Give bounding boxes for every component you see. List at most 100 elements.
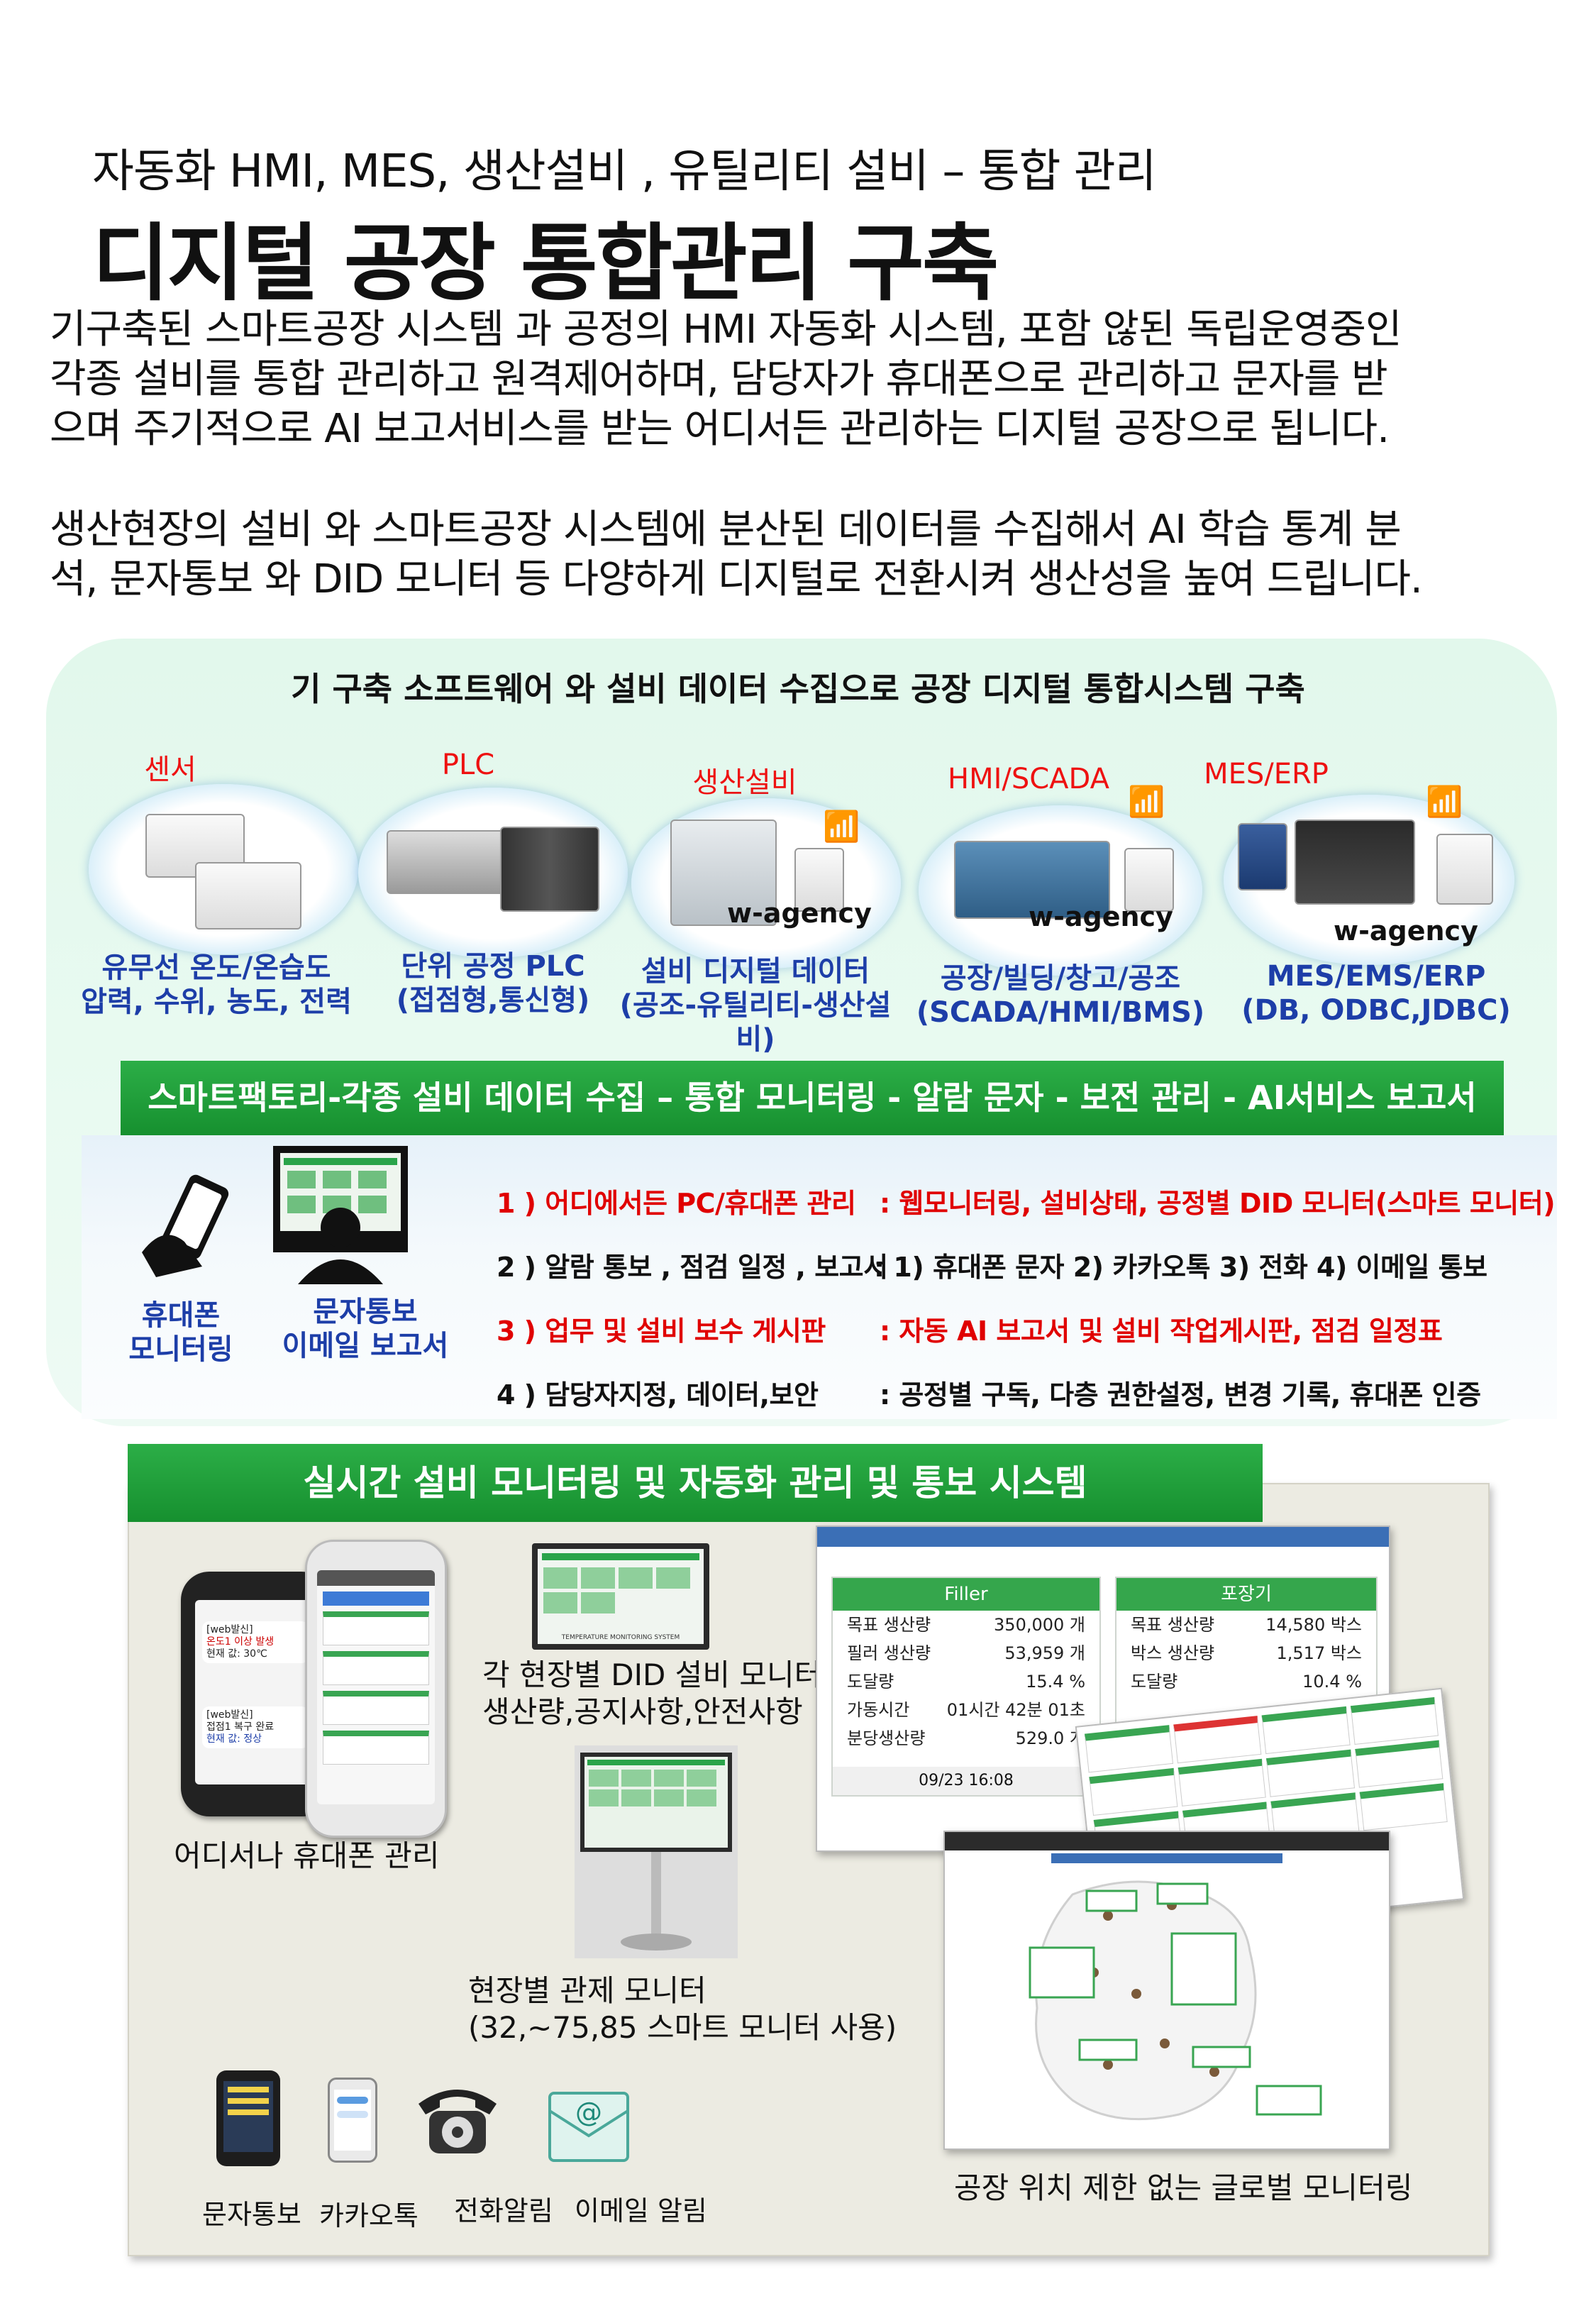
- sms-email-label: 문자통보 이메일 보고서: [273, 1295, 458, 1363]
- paragraph-line: 각종 설비를 통합 관리하고 원격제어하며, 담당자가 휴대폰으로 관리하고 문…: [50, 356, 1388, 402]
- global-monitoring-label: 공장 위치 제한 없는 글로벌 모니터링: [954, 2170, 1413, 2205]
- realtime-monitoring-banner: 실시간 설비 모니터링 및 자동화 관리 및 통보 시스템: [128, 1444, 1263, 1522]
- caption-line: MES/EMS/ERP: [1266, 960, 1486, 993]
- kakaotalk-phone-icon: [328, 2078, 377, 2163]
- plc-rack-icon: [500, 827, 599, 912]
- w-agency-device-icon: [794, 848, 844, 912]
- w-agency-device-icon: [1436, 834, 1493, 905]
- monitor-person-icon: [270, 1142, 411, 1284]
- caption-line: 압력, 수위, 농도, 전력: [81, 986, 352, 1018]
- plc-device-image: [358, 788, 628, 958]
- intro-paragraph-1: 기구축된 스마트공장 시스템 과 공정의 HMI 자동화 시스템, 포함 않된 …: [50, 305, 1553, 454]
- paragraph-line: 석, 문자통보 와 DID 모니터 등 다양하게 디지털로 전환시켜 생산성을 …: [50, 556, 1423, 602]
- w-agency-device-icon: [1124, 848, 1174, 912]
- integration-panel-title: 기 구축 소프트웨어 와 설비 데이터 수집으로 공장 디지털 통합시스템 구축: [291, 670, 1305, 708]
- feature-4-left: 4 ) 담당자지정, 데이터,보안: [497, 1379, 819, 1411]
- label-line: 모니터링: [128, 1333, 233, 1366]
- notify-label-sms: 문자통보: [202, 2199, 301, 2230]
- caption-hmi: 공장/빌딩/창고/공조 (SCADA/HMI/BMS): [911, 961, 1209, 1030]
- w-agency-label: w-agency: [1029, 901, 1173, 932]
- sensor-device-image: [89, 784, 358, 954]
- caption-line: 유무선 온도/온습도: [101, 951, 331, 984]
- caption-line: 공장/빌딩/창고/공조: [940, 962, 1181, 995]
- category-label-sensor: 센서: [144, 754, 196, 786]
- paragraph-line: 생산현장의 설비 와 스마트공장 시스템에 분산된 데이터를 수집해서 AI 학…: [50, 507, 1402, 553]
- w-agency-label: w-agency: [727, 898, 872, 929]
- sms-line: 현재 값: 정상: [206, 1733, 262, 1745]
- sensor-box-icon: [195, 862, 301, 929]
- notify-label-kakao: 카카오톡: [319, 2200, 419, 2231]
- label-line: 이메일 보고서: [282, 1330, 449, 1362]
- did-monitor-image: TEMPERATURE MONITORING SYSTEM: [532, 1543, 709, 1650]
- telephone-icon: [411, 2068, 504, 2161]
- feature-4-right: : 공정별 구독, 다층 권한설정, 변경 기록, 휴대폰 인증: [880, 1379, 1481, 1411]
- packing-card-title: 포장기: [1116, 1578, 1376, 1611]
- page-subtitle: 자동화 HMI, MES, 생산설비 , 유틸리티 설비 – 통합 관리: [92, 145, 1157, 198]
- korea-map-screenshot: [943, 1831, 1390, 2150]
- map-icon: [1029, 1880, 1322, 2121]
- phone-monitoring-label: 휴대폰 모니터링: [110, 1298, 252, 1367]
- paragraph-line: 으며 주기적으로 AI 보고서비스를 받는 어디서든 관리하는 디지털 공장으로…: [50, 406, 1390, 452]
- caption-mes: MES/EMS/ERP (DB, ODBC,JDBC): [1220, 959, 1532, 1027]
- filler-timestamp: 09/23 16:08: [833, 1767, 1099, 1795]
- label-line: (32,~75,85 스마트 모니터 사용): [468, 2010, 897, 2045]
- database-icon: [1238, 823, 1287, 890]
- equipment-device-image: [631, 798, 901, 969]
- feature-1-right: : 웹모니터링, 설비상태, 공정별 DID 모니터(스마트 모니터): [880, 1188, 1556, 1219]
- sms-message-2: [web발신] 접점1 복구 완료 현재 값: 정상: [202, 1706, 309, 1748]
- label-line: 휴대폰: [141, 1299, 221, 1332]
- control-room-icon: [954, 841, 1110, 919]
- label-line: 문자통보: [313, 1296, 418, 1328]
- sms-line: 온도1 이상 발생: [206, 1636, 275, 1648]
- category-label-mes: MES/ERP: [1204, 758, 1329, 790]
- did-caption: TEMPERATURE MONITORING SYSTEM: [561, 1634, 680, 1641]
- feature-2-left: 2 ) 알람 통보 , 점검 일정 , 보고서: [497, 1252, 888, 1283]
- w-agency-label: w-agency: [1334, 915, 1478, 947]
- production-machine-icon: [670, 820, 777, 926]
- filler-card-title: Filler: [833, 1578, 1099, 1611]
- label-line: 생산량,공지사항,안전사항: [482, 1694, 803, 1729]
- feature-2-right: : 1) 휴대폰 문자 2) 카카오톡 3) 전화 4) 이메일 통보: [874, 1252, 1487, 1283]
- sms-message-1: [web발신] 온도1 이상 발생 현재 값: 30℃: [202, 1621, 309, 1663]
- wifi-icon: 📶: [1426, 784, 1463, 819]
- notify-label-email: 이메일 알림: [575, 2195, 707, 2227]
- control-monitor-photo: [575, 1745, 738, 1958]
- wifi-icon: 📶: [1128, 784, 1165, 819]
- svg-text:@: @: [575, 2097, 602, 2128]
- smartphone-image: [305, 1540, 447, 1838]
- mes-device-image: [1224, 795, 1514, 965]
- label-line: 각 현장별 DID 설비 모니터: [482, 1657, 822, 1692]
- caption-line: (SCADA/HMI/BMS): [916, 996, 1205, 1029]
- paragraph-line: 기구축된 스마트공장 시스템 과 공정의 HMI 자동화 시스템, 포함 않된 …: [50, 307, 1402, 353]
- caption-equipment: 설비 디지털 데이터 (공조-유틸리티-생산설비): [603, 954, 908, 1057]
- caption-plc: 단위 공정 PLC (접점형,통신형): [362, 949, 624, 1017]
- caption-line: (공조-유틸리티-생산설비): [619, 989, 892, 1056]
- sms-phone-icon: [216, 2070, 280, 2166]
- caption-sensor: 유무선 온도/온습도 압력, 수위, 농도, 전력: [64, 951, 369, 1019]
- wifi-icon: 📶: [823, 809, 860, 844]
- hmi-device-image: [919, 805, 1202, 976]
- email-icon: @: [546, 2082, 631, 2164]
- category-label-hmi: HMI/SCADA: [947, 763, 1109, 795]
- did-screen: TEMPERATURE MONITORING SYSTEM: [538, 1549, 704, 1644]
- sms-line: 현재 값: 30℃: [206, 1648, 267, 1660]
- smart-factory-banner: 스마트팩토리-각종 설비 데이터 수집 – 통합 모니터링 - 알람 문자 - …: [121, 1061, 1504, 1135]
- page-title: 디지털 공장 통합관리 구축: [92, 214, 999, 312]
- label-line: 현장별 관제 모니터: [468, 1973, 706, 2008]
- category-label-plc: PLC: [441, 749, 495, 781]
- caption-line: 단위 공정 PLC: [401, 950, 585, 983]
- category-label-equipment: 생산설비: [692, 766, 797, 799]
- sms-line: [web발신]: [206, 1624, 253, 1635]
- app-screen: [317, 1570, 435, 1804]
- caption-line: 설비 디지털 데이터: [641, 955, 870, 988]
- feature-1-left: 1 ) 어디에서든 PC/휴대폰 관리: [497, 1188, 856, 1219]
- intro-paragraph-2: 생산현장의 설비 와 스마트공장 시스템에 분산된 데이터를 수집해서 AI 학…: [50, 505, 1553, 605]
- sms-line: [web발신]: [206, 1709, 253, 1721]
